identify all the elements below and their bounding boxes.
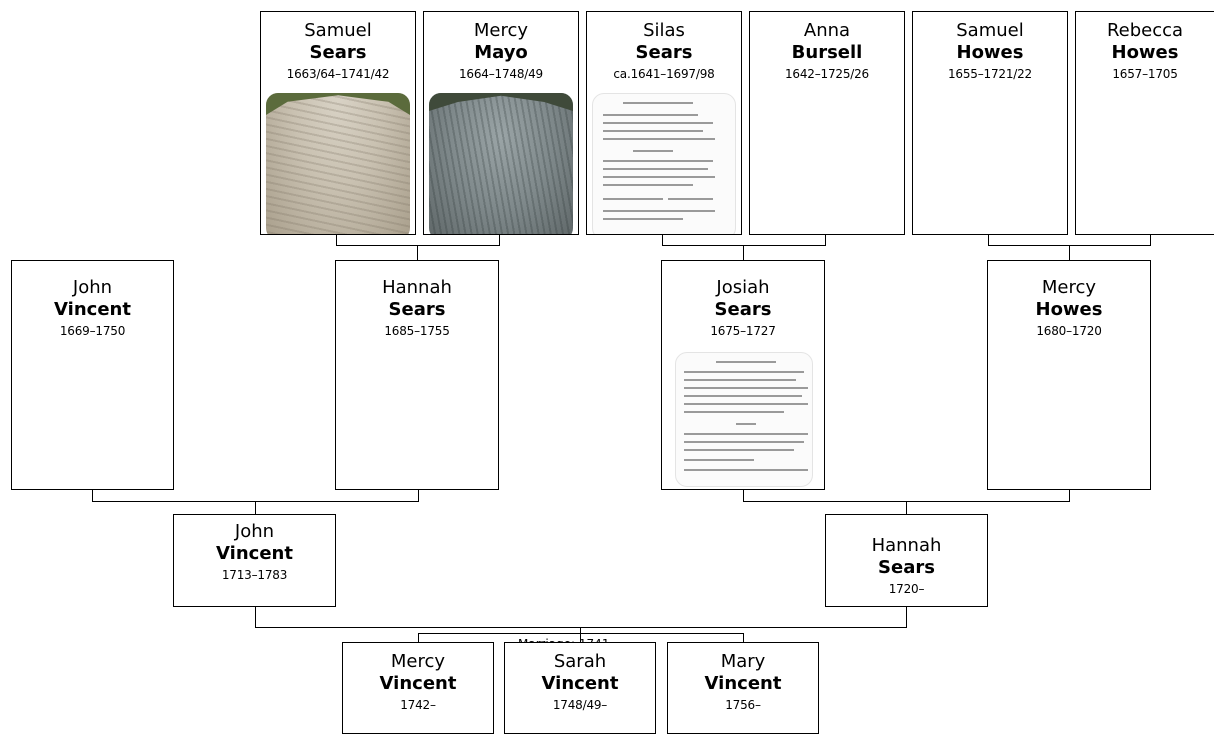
person-card-mercy-howes[interactable]: Mercy Howes 1680–1720 — [987, 260, 1151, 490]
connector-line — [417, 245, 418, 260]
surname: Mayo — [474, 42, 528, 63]
life-dates: 1713–1783 — [221, 568, 288, 582]
gravestone-photo[interactable] — [266, 93, 410, 234]
marriage-line — [255, 627, 907, 628]
person-card-hannah-sears-sr[interactable]: Hannah Sears 1685–1755 — [335, 260, 499, 490]
document-scan[interactable] — [675, 352, 813, 487]
connector-line — [906, 607, 907, 627]
life-dates: 1664–1748/49 — [459, 67, 543, 81]
connector-line — [336, 235, 337, 245]
surname: Vincent — [704, 673, 782, 694]
life-dates: 1642–1725/26 — [785, 67, 869, 81]
given-name: Mercy — [1041, 277, 1097, 298]
person-card-anna-bursell[interactable]: Anna Bursell 1642–1725/26 — [749, 11, 905, 235]
surname: Vincent — [216, 543, 293, 564]
person-card-josiah-sears[interactable]: Josiah Sears 1675–1727 — [661, 260, 825, 490]
connector-line — [255, 607, 256, 627]
connector-line — [662, 235, 663, 245]
given-name: Samuel — [304, 20, 372, 41]
person-card-sarah-vincent[interactable]: Sarah Vincent 1748/49– — [504, 642, 656, 734]
connector-line — [336, 245, 500, 246]
connector-line — [988, 235, 989, 245]
person-card-silas-sears[interactable]: Silas Sears ca.1641–1697/98 — [586, 11, 742, 235]
connector-line — [499, 235, 500, 245]
person-card-mercy-mayo[interactable]: Mercy Mayo 1664–1748/49 — [423, 11, 579, 235]
surname: Sears — [714, 299, 772, 320]
person-card-john-vincent-sr[interactable]: John Vincent 1669–1750 — [11, 260, 174, 490]
surname: Sears — [878, 557, 935, 578]
connector-line — [92, 490, 93, 501]
connector-line — [662, 245, 826, 246]
gravestone-photo[interactable] — [429, 93, 573, 234]
life-dates: 1685–1755 — [384, 324, 450, 338]
connector-line — [255, 501, 256, 514]
given-name: Hannah — [871, 535, 942, 556]
given-name: John — [234, 521, 275, 542]
life-dates: 1657–1705 — [1112, 67, 1178, 81]
given-name: Samuel — [956, 20, 1024, 41]
life-dates: 1680–1720 — [1036, 324, 1102, 338]
surname: Bursell — [791, 42, 863, 63]
surname: Sears — [309, 42, 367, 63]
surname: Vincent — [541, 673, 619, 694]
connector-line — [418, 633, 744, 634]
connector-line — [743, 490, 744, 501]
life-dates: ca.1641–1697/98 — [613, 67, 715, 81]
life-dates: 1720– — [888, 582, 925, 596]
person-card-samuel-sears[interactable]: Samuel Sears 1663/64–1741/42 — [260, 11, 416, 235]
person-card-hannah-sears[interactable]: Hannah Sears 1720– — [825, 514, 988, 607]
surname: Howes — [1035, 299, 1103, 320]
life-dates: 1663/64–1741/42 — [286, 67, 390, 81]
connector-line — [743, 633, 744, 642]
connector-line — [743, 245, 744, 260]
life-dates: 1669–1750 — [59, 324, 126, 338]
given-name: Sarah — [553, 651, 607, 672]
given-name: Mercy — [390, 651, 446, 672]
person-card-samuel-howes[interactable]: Samuel Howes 1655–1721/22 — [912, 11, 1068, 235]
life-dates: 1748/49– — [552, 698, 608, 712]
given-name: Mercy — [473, 20, 529, 41]
connector-line — [825, 235, 826, 245]
life-dates: 1655–1721/22 — [948, 67, 1032, 81]
given-name: Rebecca — [1106, 20, 1184, 41]
connector-line — [1150, 235, 1151, 245]
surname: Howes — [1111, 42, 1179, 63]
connector-line — [906, 501, 907, 514]
life-dates: 1742– — [400, 698, 436, 712]
connector-line — [1069, 245, 1070, 260]
surname: Howes — [956, 42, 1024, 63]
connector-line — [580, 627, 581, 633]
surname: Sears — [388, 299, 446, 320]
given-name: Mary — [720, 651, 766, 672]
document-scan[interactable] — [592, 93, 736, 234]
person-card-john-vincent[interactable]: John Vincent 1713–1783 — [173, 514, 336, 607]
given-name: Silas — [643, 20, 685, 41]
life-dates: 1675–1727 — [710, 324, 776, 338]
surname: Vincent — [54, 299, 131, 320]
given-name: Anna — [803, 20, 851, 41]
given-name: Josiah — [716, 277, 770, 298]
connector-line — [580, 633, 581, 642]
given-name: John — [72, 277, 113, 298]
surname: Sears — [635, 42, 693, 63]
person-card-rebecca-howes[interactable]: Rebecca Howes 1657–1705 — [1075, 11, 1214, 235]
given-name: Hannah — [382, 277, 452, 298]
person-card-mary-vincent[interactable]: Mary Vincent 1756– — [667, 642, 819, 734]
connector-line — [418, 490, 419, 501]
life-dates: 1756– — [725, 698, 761, 712]
surname: Vincent — [379, 673, 457, 694]
connector-line — [418, 633, 419, 642]
person-card-mercy-vincent[interactable]: Mercy Vincent 1742– — [342, 642, 494, 734]
connector-line — [1069, 490, 1070, 501]
